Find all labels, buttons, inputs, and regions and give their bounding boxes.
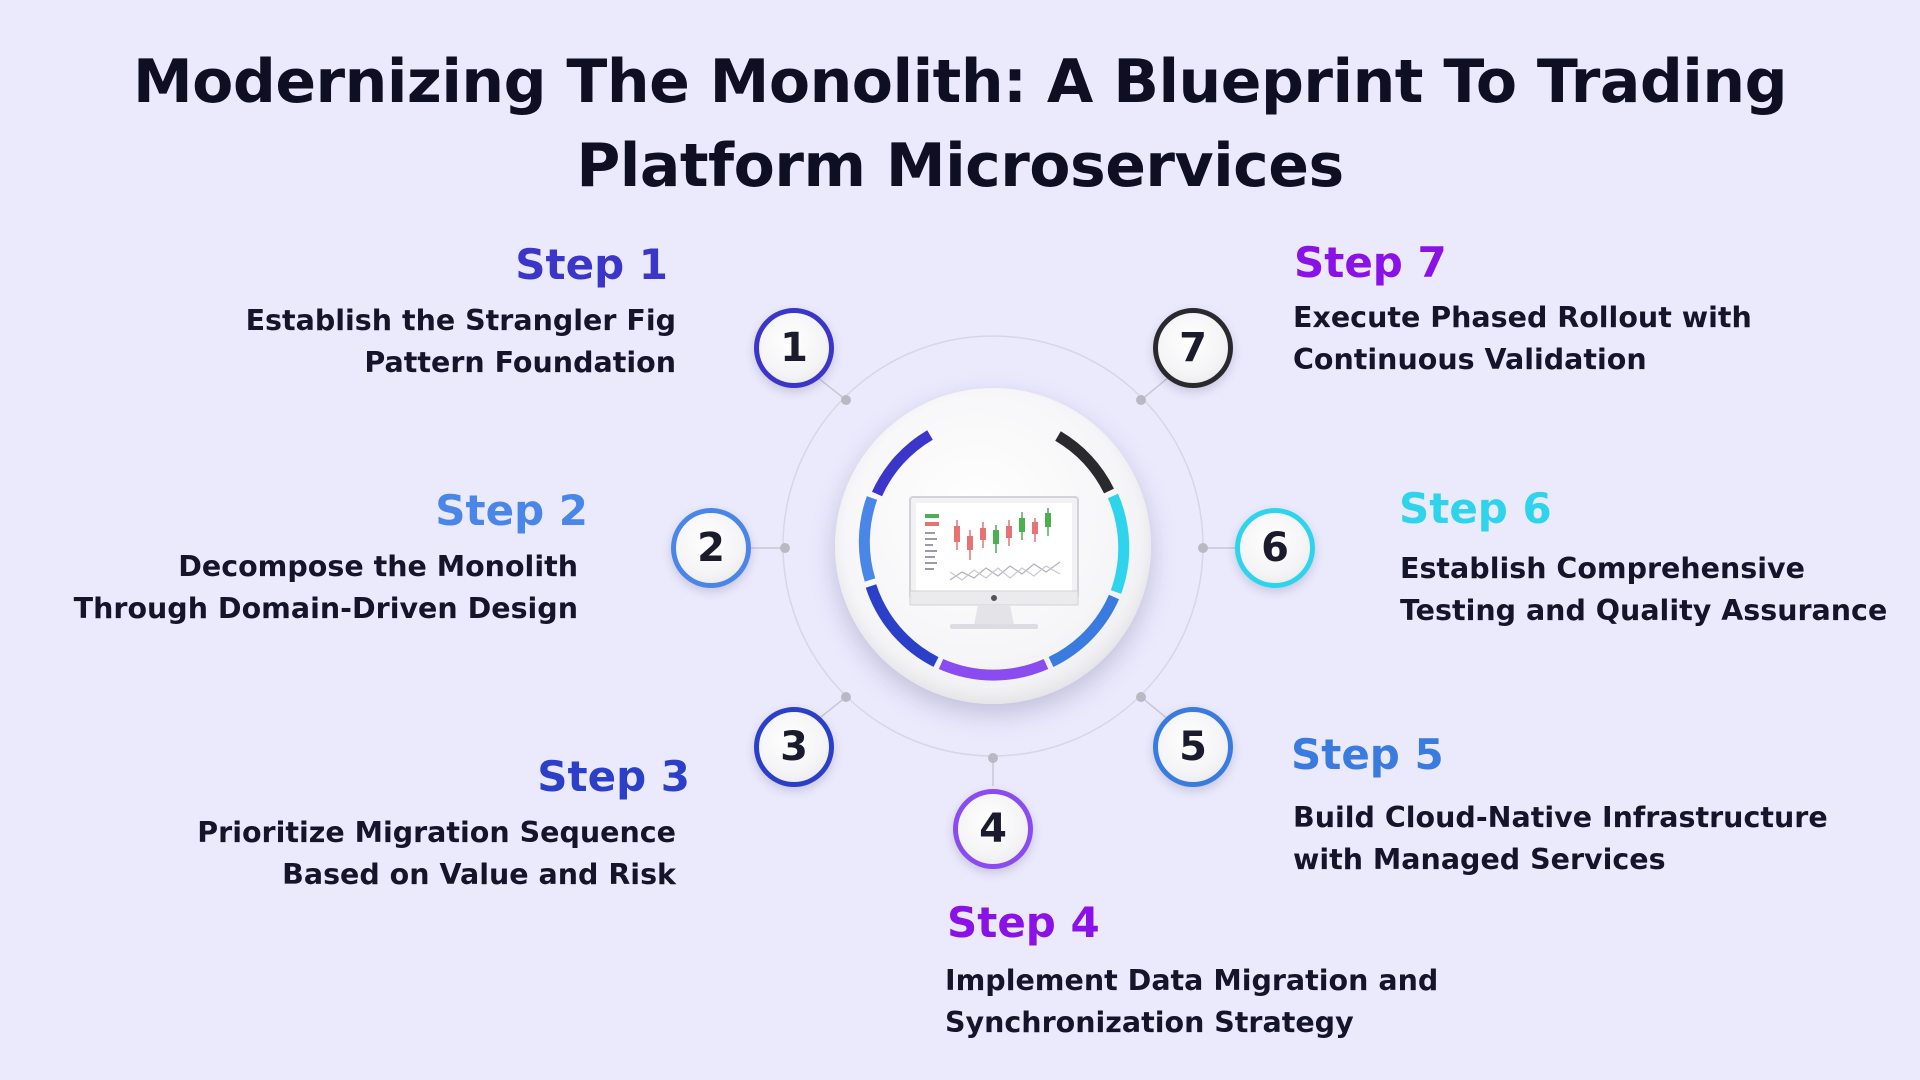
step-6-description: Establish Comprehensive Testing and Qual… xyxy=(1400,548,1887,632)
step-6-badge[interactable]: 6 xyxy=(1235,508,1315,588)
connector-dots xyxy=(780,395,1208,763)
step-3-description: Prioritize Migration Sequence Based on V… xyxy=(197,812,676,896)
step-1-line-1: Establish the Strangler Fig xyxy=(245,304,676,337)
monitor-base xyxy=(950,624,1038,629)
step-7-description: Execute Phased Rollout with Continuous V… xyxy=(1293,297,1752,381)
list-line xyxy=(925,544,933,546)
step-7-line-1: Execute Phased Rollout with xyxy=(1293,301,1752,334)
monitor-button xyxy=(991,595,997,601)
monitor-stand xyxy=(974,605,1014,625)
list-mark xyxy=(925,522,939,526)
connector-3 xyxy=(816,696,847,721)
hub-segments xyxy=(858,430,1130,681)
step-5-line-2: with Managed Services xyxy=(1293,843,1666,876)
candle-body xyxy=(993,530,999,544)
candlesticks xyxy=(954,508,1051,560)
list-line xyxy=(925,538,937,540)
title-line-2: Platform Microservices xyxy=(576,131,1344,201)
candle-body xyxy=(980,528,986,540)
hub-segment-7 xyxy=(1055,431,1114,494)
hub-segment-5 xyxy=(1048,594,1120,667)
step-2-heading: Step 2 xyxy=(435,486,588,535)
page-title: Modernizing The Monolith: A Blueprint To… xyxy=(0,40,1920,208)
candle-body xyxy=(954,526,960,542)
step-7-badge[interactable]: 7 xyxy=(1153,308,1233,388)
list-line xyxy=(925,556,935,558)
step-4-line-1: Implement Data Migration and xyxy=(945,964,1439,997)
list-lines xyxy=(925,532,937,570)
candle-body xyxy=(967,536,973,550)
step-3-heading: Step 3 xyxy=(537,752,690,801)
connector-1 xyxy=(816,376,847,401)
candle-body xyxy=(1019,518,1025,532)
connector-dot-7 xyxy=(1136,395,1146,405)
step-4-badge[interactable]: 4 xyxy=(953,789,1033,869)
step-3-line-2: Based on Value and Risk xyxy=(282,858,676,891)
connector-dot-2 xyxy=(780,543,790,553)
connector-lines xyxy=(748,376,1240,786)
step-6-line-2: Testing and Quality Assurance xyxy=(1400,594,1888,627)
step-3-badge[interactable]: 3 xyxy=(754,707,834,787)
connector-dot-5 xyxy=(1136,692,1146,702)
step-6-line-1: Establish Comprehensive xyxy=(1400,552,1805,585)
step-6-heading: Step 6 xyxy=(1399,484,1552,533)
step-1-line-2: Pattern Foundation xyxy=(364,346,676,379)
trading-chart-monitor-icon xyxy=(909,496,1079,629)
step-1-heading: Step 1 xyxy=(515,240,668,289)
candle-body xyxy=(1045,513,1051,527)
hub-segment-3 xyxy=(865,584,939,667)
step-7-line-2: Continuous Validation xyxy=(1293,343,1647,376)
title-line-1: Modernizing The Monolith: A Blueprint To… xyxy=(132,47,1788,117)
step-5-badge[interactable]: 5 xyxy=(1153,707,1233,787)
connector-dot-1 xyxy=(841,395,851,405)
step-4-line-2: Synchronization Strategy xyxy=(945,1006,1354,1039)
candle-body xyxy=(1032,522,1038,534)
list-mark xyxy=(925,514,939,518)
step-2-line-2: Through Domain-Driven Design xyxy=(73,592,578,625)
step-2-badge[interactable]: 2 xyxy=(671,508,751,588)
hub-segment-6 xyxy=(1107,493,1130,594)
list-line xyxy=(925,532,935,534)
trend-line-2 xyxy=(949,565,1061,581)
list-line xyxy=(925,562,937,564)
list-line xyxy=(925,568,934,570)
connector-dot-6 xyxy=(1198,543,1208,553)
step-5-heading: Step 5 xyxy=(1291,730,1444,779)
connector-dot-3 xyxy=(841,692,851,702)
step-5-description: Build Cloud-Native Infrastructure with M… xyxy=(1293,797,1828,881)
step-5-line-1: Build Cloud-Native Infrastructure xyxy=(1293,801,1828,834)
step-1-badge[interactable]: 1 xyxy=(754,308,834,388)
hub-segment-1 xyxy=(871,430,933,497)
step-4-heading: Step 4 xyxy=(947,898,1100,947)
step-2-description: Decompose the Monolith Through Domain-Dr… xyxy=(74,546,578,630)
step-4-description: Implement Data Migration and Synchroniza… xyxy=(945,960,1438,1044)
step-1-description: Establish the Strangler Fig Pattern Foun… xyxy=(246,300,676,384)
step-7-heading: Step 7 xyxy=(1294,238,1447,287)
hub-segment-4 xyxy=(938,658,1049,681)
list-line xyxy=(925,550,937,552)
step-2-line-1: Decompose the Monolith xyxy=(178,550,578,583)
step-3-line-1: Prioritize Migration Sequence xyxy=(197,816,676,849)
hub-segment-2 xyxy=(858,496,878,582)
connector-5 xyxy=(1140,696,1170,721)
connector-7 xyxy=(1140,376,1170,401)
connector-dot-4 xyxy=(988,753,998,763)
candle-body xyxy=(1006,526,1012,538)
